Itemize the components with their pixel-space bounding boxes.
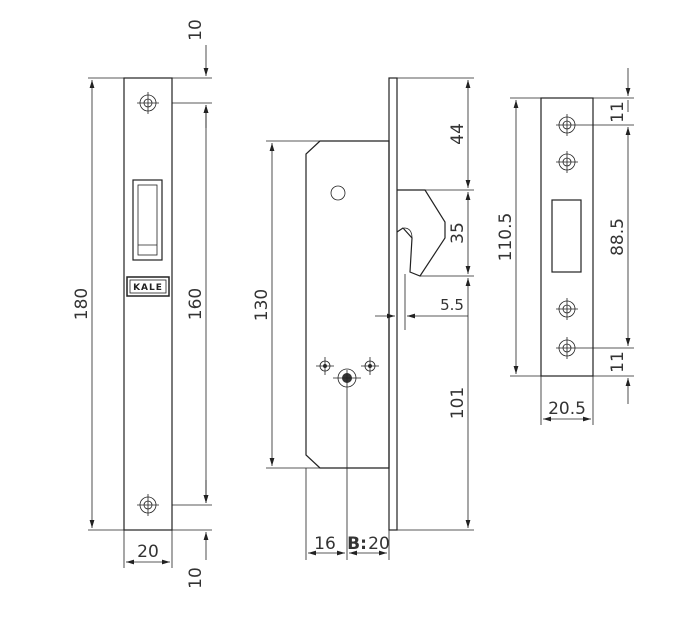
dim-top-to-hook-label: 44 (448, 123, 468, 145)
screw-hole-icon (137, 92, 159, 114)
screw-hole-icon (556, 337, 578, 359)
dim-hole-spacing-label: 160 (186, 288, 206, 320)
dim-backset-prefix-label: B: (347, 534, 367, 554)
strike-plate-outline (540, 97, 594, 377)
dim-strike-total-height-label: 110.5 (496, 213, 516, 262)
dim-strike-bottom-offset-label: 11 (608, 351, 628, 373)
brand-logo-text: KALE (133, 283, 163, 293)
kale-brand-logo: KALE (126, 276, 170, 297)
lock-case-outline (305, 140, 390, 469)
screw-hole-icon (361, 357, 379, 375)
screw-hole-icon (316, 357, 334, 375)
strike-slot (551, 199, 582, 273)
lock-body-side-view: 130 44 35 101 5.5 16 B: 20 (252, 77, 474, 560)
dim-strike-width-label: 20.5 (548, 399, 586, 419)
dim-top-offset-label: 10 (186, 19, 206, 41)
hook-bolt (396, 189, 446, 277)
dim-width-label: 20 (137, 542, 159, 562)
case-hole (330, 185, 346, 201)
dim-bolt-projection-label: 5.5 (440, 296, 464, 314)
dim-backset-right-label: 20 (368, 534, 390, 554)
screw-hole-icon (556, 114, 578, 136)
faceplate-strip (388, 77, 398, 531)
dim-cylinder-to-bottom-label: 101 (448, 387, 468, 419)
front-plate-outline (123, 77, 173, 531)
dim-total-height-label: 180 (72, 288, 92, 320)
screw-hole-icon (556, 151, 578, 173)
strike-plate-view: 110.5 88.5 11 11 20.5 (496, 68, 634, 425)
dim-body-height-label: 130 (252, 289, 272, 321)
front-plate-view: KALE 180 160 10 10 20 (72, 19, 212, 589)
dim-backset-left-label: 16 (314, 534, 336, 554)
screw-hole-icon (137, 494, 159, 516)
dim-strike-hole-spacing-label: 88.5 (608, 218, 628, 256)
dim-strike-top-offset-label: 11 (608, 101, 628, 123)
screw-hole-icon (556, 298, 578, 320)
dim-bottom-offset-label: 10 (186, 567, 206, 589)
dim-hook-label: 35 (448, 222, 468, 244)
bolt-slot (132, 179, 163, 261)
